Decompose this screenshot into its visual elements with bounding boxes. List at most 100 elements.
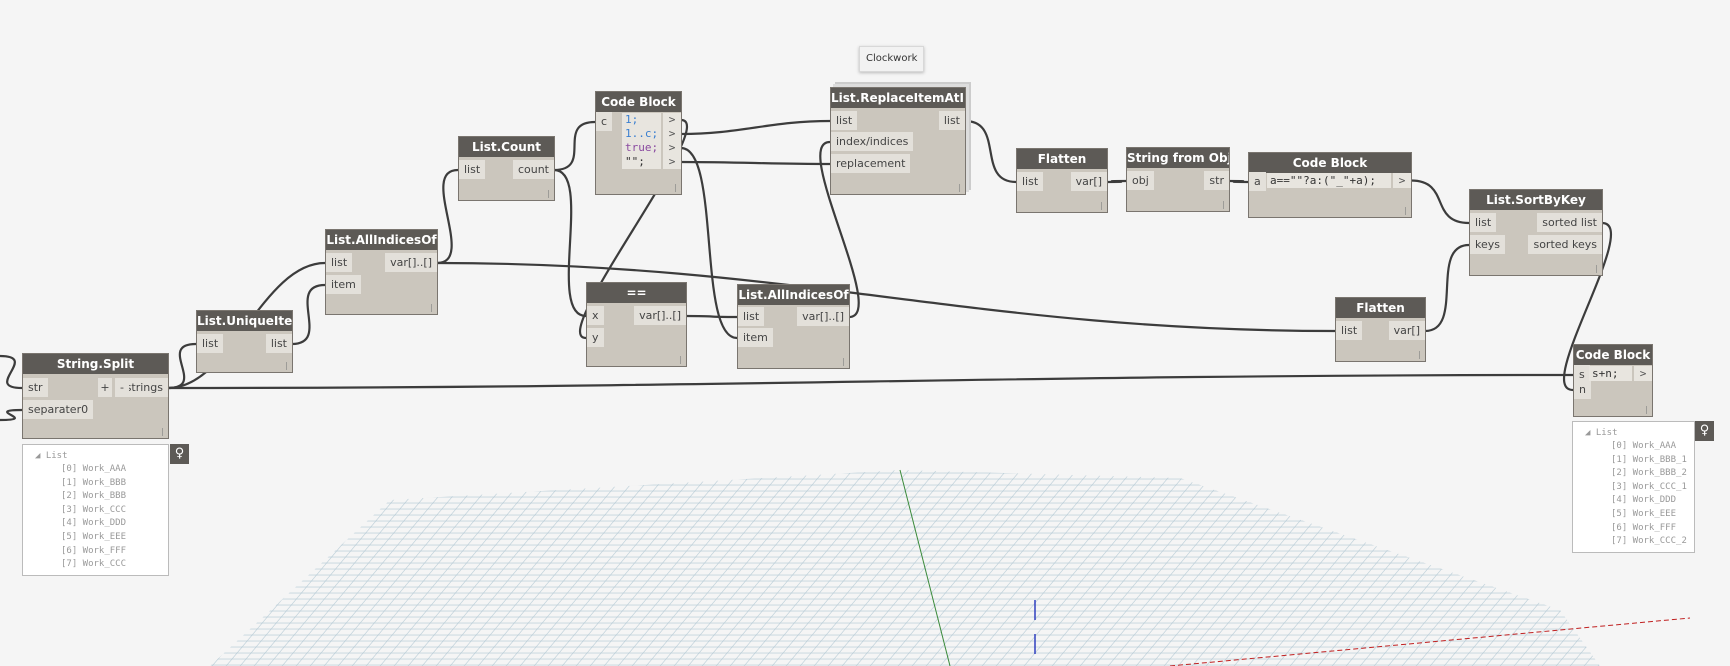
code-line[interactable]: true; [622, 141, 661, 155]
output-port-var[interactable]: var[]..[] [797, 307, 849, 326]
input-port-list[interactable]: list [738, 307, 765, 326]
output-port-sortedlist[interactable]: sorted list [1537, 213, 1602, 232]
wire[interactable] [685, 314, 738, 319]
input-port-list[interactable]: list [1336, 321, 1363, 340]
output-port-var[interactable]: var[] [1388, 321, 1425, 340]
input-port-index/indices[interactable]: index/indices [831, 132, 914, 151]
wire[interactable] [680, 146, 738, 340]
output-port-list[interactable]: list [938, 111, 965, 130]
wire[interactable] [1424, 243, 1470, 333]
lacing-indicator: | [430, 303, 433, 312]
node-title: Flatten [1017, 149, 1107, 169]
preview-item: [3] Work_CCC_1 [1611, 481, 1687, 492]
lacing-indicator: | [842, 357, 845, 366]
lacing-indicator: | [679, 355, 682, 364]
preview-item: [6] Work_FFF [61, 545, 127, 556]
code-output-port[interactable]: > [1634, 366, 1652, 381]
output-port-list[interactable]: list [265, 334, 292, 353]
output-port-strings[interactable]: strings [120, 378, 168, 397]
output-port-count[interactable]: count [512, 160, 554, 179]
input-port-n[interactable]: n [1574, 380, 1591, 399]
output-port-var[interactable]: var[]..[] [634, 306, 686, 325]
input-port-obj[interactable]: obj [1127, 171, 1154, 190]
input-port-item[interactable]: item [738, 328, 773, 347]
wire[interactable] [578, 118, 689, 340]
preview-item: [2] Work_BBB [61, 491, 127, 502]
wire[interactable] [1410, 179, 1470, 225]
node-title: List.UniqueItems [197, 311, 292, 331]
minus-button[interactable]: - [115, 378, 129, 397]
node-replace[interactable]: List.ReplaceItemAtIndexlistindex/indices… [830, 87, 966, 195]
input-port-list[interactable]: list [831, 111, 858, 130]
code-line[interactable]: s+n; [1589, 366, 1632, 381]
wire[interactable] [553, 120, 596, 172]
lacing-indicator: | [958, 183, 961, 192]
clockwork-tooltip: Clockwork [859, 46, 925, 72]
wire[interactable] [553, 168, 587, 318]
input-port-list[interactable]: list [197, 334, 224, 353]
preview-item: [5] Work_EEE [1611, 508, 1677, 519]
preview-item: [3] Work_CCC [61, 504, 127, 515]
code-output-port[interactable]: > [1393, 173, 1411, 188]
input-port-list[interactable]: list [1017, 172, 1044, 191]
preview-item: [5] Work_EEE [61, 531, 127, 542]
output-port-var[interactable]: var[]..[] [385, 253, 437, 272]
wire[interactable] [964, 119, 1017, 184]
pin-icon[interactable]: ♀ [1695, 421, 1714, 441]
wire[interactable] [819, 140, 860, 319]
wire[interactable] [1563, 221, 1612, 392]
wire[interactable] [436, 168, 459, 265]
input-port-a[interactable]: a [1249, 172, 1266, 191]
code-output-port[interactable]: > [663, 113, 681, 127]
input-port-list[interactable]: list [1470, 213, 1497, 232]
wire[interactable] [1228, 179, 1249, 184]
input-port-list[interactable]: list [326, 253, 353, 272]
code-output-port[interactable]: > [663, 141, 681, 155]
input-port-list[interactable]: list [459, 160, 486, 179]
input-port-x[interactable]: x [587, 306, 604, 325]
input-port-item[interactable]: item [326, 275, 361, 294]
output-port-str[interactable]: str [1204, 171, 1229, 190]
input-port-separater0[interactable]: separater0 [23, 400, 94, 419]
wire[interactable] [436, 261, 1336, 333]
node-sfo[interactable]: String from Objectobjstr| [1126, 147, 1230, 212]
input-port-c[interactable]: c [596, 112, 613, 131]
node-title: Code Block [596, 92, 681, 112]
code-line[interactable]: 1; [622, 113, 661, 127]
code-line[interactable]: a==""?a:("_"+a); [1267, 173, 1391, 188]
pin-icon[interactable]: ♀ [170, 444, 189, 464]
wire[interactable] [680, 119, 831, 136]
node-unique[interactable]: List.UniqueItemslistlist| [196, 310, 293, 373]
preview-header: List [1595, 428, 1618, 438]
input-port-s[interactable]: s [1574, 365, 1590, 384]
wire[interactable] [0, 354, 23, 390]
output-port-sortedkeys[interactable]: sorted keys [1528, 235, 1602, 254]
code-output-port[interactable]: > [663, 155, 681, 169]
wire[interactable] [291, 283, 326, 346]
input-port-replacement[interactable]: replacement [831, 154, 911, 173]
input-port-y[interactable]: y [587, 328, 604, 347]
wire[interactable] [0, 408, 23, 422]
code-line[interactable]: ""; [622, 155, 661, 169]
wire[interactable] [167, 373, 1574, 390]
plus-button[interactable]: + [98, 378, 112, 397]
wire[interactable] [680, 160, 831, 166]
input-port-str[interactable]: str [23, 378, 48, 397]
code-output-port[interactable]: > [663, 127, 681, 141]
wire[interactable] [1106, 179, 1127, 184]
input-port-keys[interactable]: keys [1470, 235, 1505, 254]
preview-item: [7] Work_CCC_2 [1611, 536, 1687, 547]
output-port-var[interactable]: var[] [1070, 172, 1107, 191]
code-line[interactable]: 1..c; [622, 127, 661, 141]
